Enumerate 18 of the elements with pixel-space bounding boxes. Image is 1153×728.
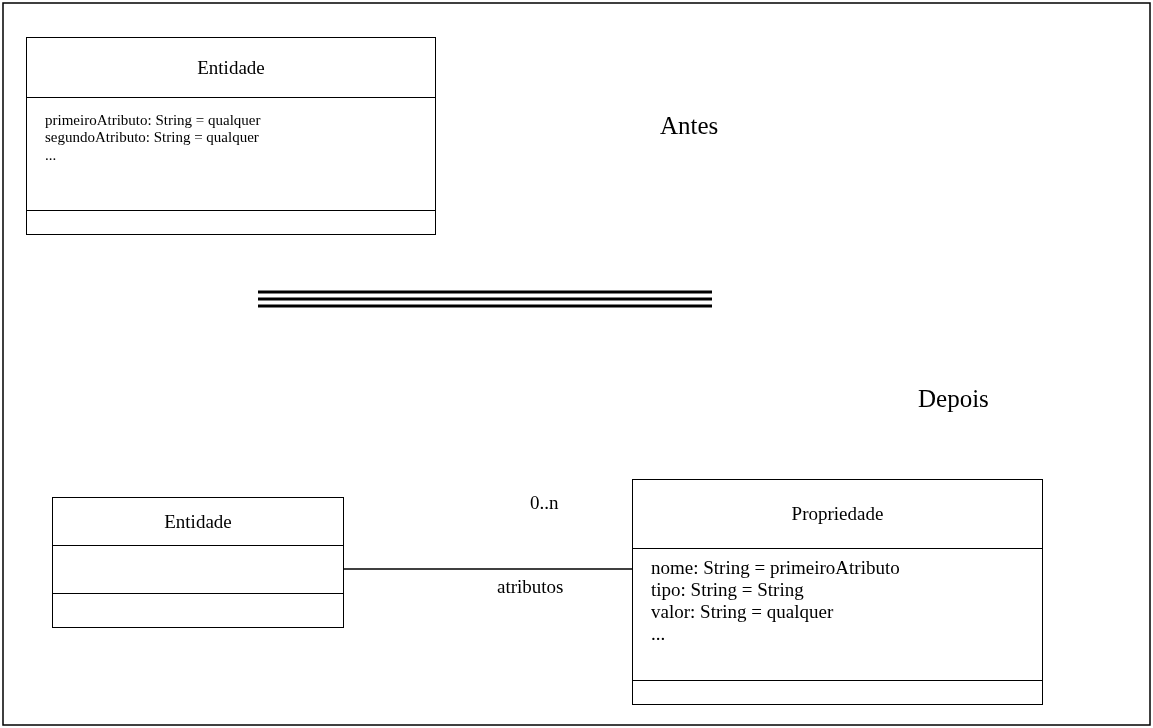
attribute-text: primeiroAtributo: String = qualquer <box>45 112 261 130</box>
class-box <box>26 37 436 235</box>
class-name: Entidade <box>197 56 265 79</box>
class-box <box>632 479 1043 705</box>
attribute-text: nome: String = primeiroAtributo <box>651 557 900 579</box>
multiplicity-label: 0..n <box>530 492 559 514</box>
association-line <box>343 568 633 570</box>
diagram-heading: Antes <box>660 112 719 140</box>
class-name: Entidade <box>164 510 232 533</box>
attribute-text: ... <box>651 622 666 645</box>
role-label: atributos <box>497 576 564 598</box>
attribute-text: valor: String = qualquer <box>651 600 834 623</box>
class-name: Propriedade <box>791 503 884 525</box>
class-box <box>52 497 344 628</box>
attribute-text: ... <box>45 146 57 164</box>
diagram-heading: Depois <box>918 385 989 413</box>
attribute-text: segundoAtributo: String = qualquer <box>45 129 259 147</box>
attribute-text: tipo: String = String <box>651 578 804 601</box>
